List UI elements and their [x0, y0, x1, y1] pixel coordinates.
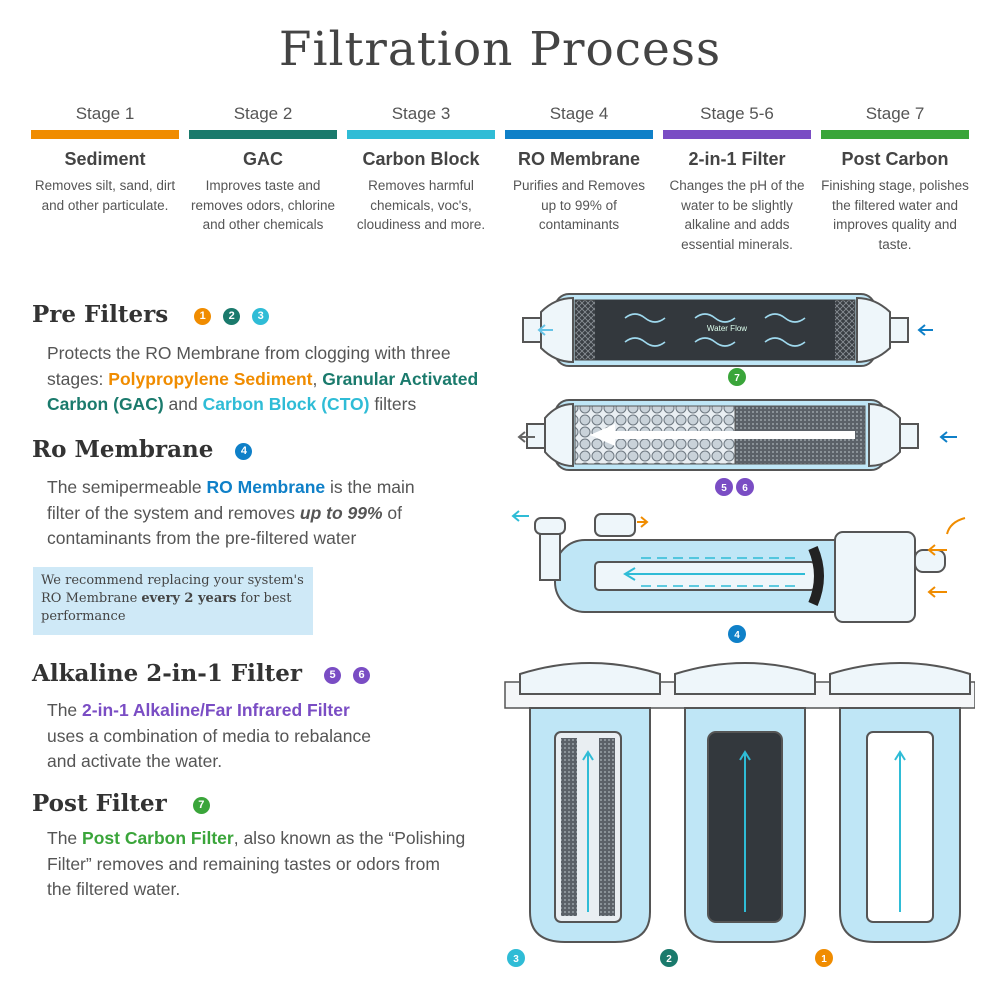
stage-number: Stage 2 — [233, 104, 293, 123]
stage-number: Stage 4 — [549, 104, 609, 123]
stage-color-bar — [663, 130, 811, 139]
stage-name: Sediment — [64, 149, 146, 169]
stage-4: Stage 4 RO Membrane Purifies and Removes… — [505, 104, 653, 235]
alkaline-title: Alkaline 2-in-1 Filter — [32, 660, 303, 687]
alkaline-paragraph: The 2-in-1 Alkaline/Far Infrared Filter … — [47, 698, 387, 775]
replacement-note: We recommend replacing your system's RO … — [33, 567, 313, 635]
ro-title: Ro Membrane — [32, 436, 214, 463]
post-paragraph: The Post Carbon Filter, also known as th… — [47, 826, 467, 903]
gac-highlight: Granular Activated Carbon (GAC) — [47, 368, 479, 415]
ro-highlight: RO Membrane — [206, 477, 326, 497]
stage-number: Stage 5-6 — [700, 104, 774, 123]
stage-description: Changes the pH of the water to be slight… — [669, 178, 805, 252]
stage-name: 2-in-1 Filter — [688, 149, 786, 169]
badge-2: 2 — [223, 307, 241, 325]
badge-5-illus: 5 — [721, 483, 727, 494]
stage-color-bar — [31, 130, 179, 139]
stage-color-bar — [505, 130, 653, 139]
text: , — [312, 368, 323, 389]
text: is the main filter of the system and rem… — [47, 477, 415, 523]
text: Protects the RO Membrane from clogging w… — [47, 343, 451, 389]
stage-number: Stage 1 — [75, 104, 135, 123]
badge-1-illus: 1 — [821, 954, 827, 965]
stage-5-6: Stage 5-6 2-in-1 Filter Changes the pH o… — [663, 104, 811, 254]
ro-membrane-illustration: 4 — [511, 510, 966, 643]
filter-illustrations: Water Flow 7 5 6 — [504, 293, 975, 967]
stage-2: Stage 2 GAC Improves taste and removes o… — [189, 104, 337, 235]
stage-number: Stage 3 — [391, 104, 451, 123]
badge-6: 6 — [353, 666, 371, 684]
badge-4-illus: 4 — [734, 630, 740, 641]
post-heading: Post Filter 7 — [32, 790, 210, 817]
sediment-highlight: Polypropylene Sediment — [108, 368, 313, 389]
stage-number: Stage 7 — [865, 104, 925, 123]
post-carbon-filter-illustration: Water Flow 7 — [522, 293, 933, 386]
note-emphasis: every 2 years — [141, 591, 237, 606]
ro-heading: Ro Membrane 4 — [32, 436, 253, 463]
text: for best performance — [41, 591, 292, 624]
stage-1: Stage 1 Sediment Removes silt, sand, dir… — [31, 104, 179, 215]
stage-name: Carbon Block — [362, 149, 480, 169]
badge-3: 3 — [252, 307, 270, 325]
stage-description: Removes harmful chemicals, voc's, cloudi… — [356, 178, 486, 232]
badge-2-illus: 2 — [666, 954, 672, 965]
text: We recommend replacing your system's RO … — [41, 573, 304, 606]
badge-4: 4 — [235, 442, 253, 460]
text: filters — [369, 394, 417, 414]
ro-emphasis: up to 99% — [299, 502, 383, 523]
stage-color-bar — [821, 130, 969, 139]
prefilters-paragraph: Protects the RO Membrane from clogging w… — [47, 341, 487, 418]
page-title: Filtration Process — [278, 22, 722, 77]
prefilters-heading: Pre Filters 1 2 3 — [32, 301, 270, 328]
text: and — [163, 394, 203, 414]
text: uses a combination of media to rebalance… — [47, 725, 371, 772]
alkaline-filter-illustration: 5 6 — [517, 399, 957, 496]
text: The semipermeable — [47, 477, 207, 497]
stage-name: Post Carbon — [841, 149, 949, 169]
badge-5: 5 — [324, 666, 342, 684]
cto-highlight: Carbon Block (CTO) — [202, 394, 370, 414]
stage-description: Purifies and Removes up to 99% of contam… — [512, 178, 646, 232]
badge-6-illus: 6 — [742, 483, 748, 494]
text: of contaminants from the pre-filtered wa… — [47, 502, 403, 549]
stage-color-bar — [189, 130, 337, 139]
badge-1: 1 — [194, 307, 212, 325]
stage-3: Stage 3 Carbon Block Removes harmful che… — [347, 104, 495, 235]
stage-description: Improves taste and removes odors, chlori… — [190, 178, 336, 232]
text: The — [47, 700, 83, 720]
text: , also known as the “Polishing Filter” r… — [47, 828, 466, 899]
badge-3-illus: 3 — [513, 954, 519, 965]
stage-name: GAC — [243, 149, 283, 169]
ro-paragraph: The semipermeable RO Membrane is the mai… — [47, 475, 447, 552]
prefilters-title: Pre Filters — [32, 301, 169, 328]
post-highlight: Post Carbon Filter — [82, 828, 234, 848]
alkaline-heading: Alkaline 2-in-1 Filter 5 6 — [32, 660, 371, 687]
stage-name: RO Membrane — [517, 149, 641, 169]
water-flow-label: Water Flow — [707, 324, 747, 333]
text: The — [47, 828, 83, 848]
post-title: Post Filter — [32, 790, 167, 817]
stage-description: Finishing stage, polishes the filtered w… — [821, 178, 969, 252]
stage-description: Removes silt, sand, dirt and other parti… — [34, 178, 176, 213]
stage-7: Stage 7 Post Carbon Finishing stage, pol… — [821, 104, 969, 254]
prefilter-canisters-illustration: 3 2 1 — [504, 662, 975, 967]
badge-7: 7 — [192, 796, 210, 814]
badge-7-illus: 7 — [734, 373, 740, 384]
stage-color-bar — [347, 130, 495, 139]
alkaline-highlight: 2-in-1 Alkaline/Far Infrared Filter — [82, 700, 350, 720]
